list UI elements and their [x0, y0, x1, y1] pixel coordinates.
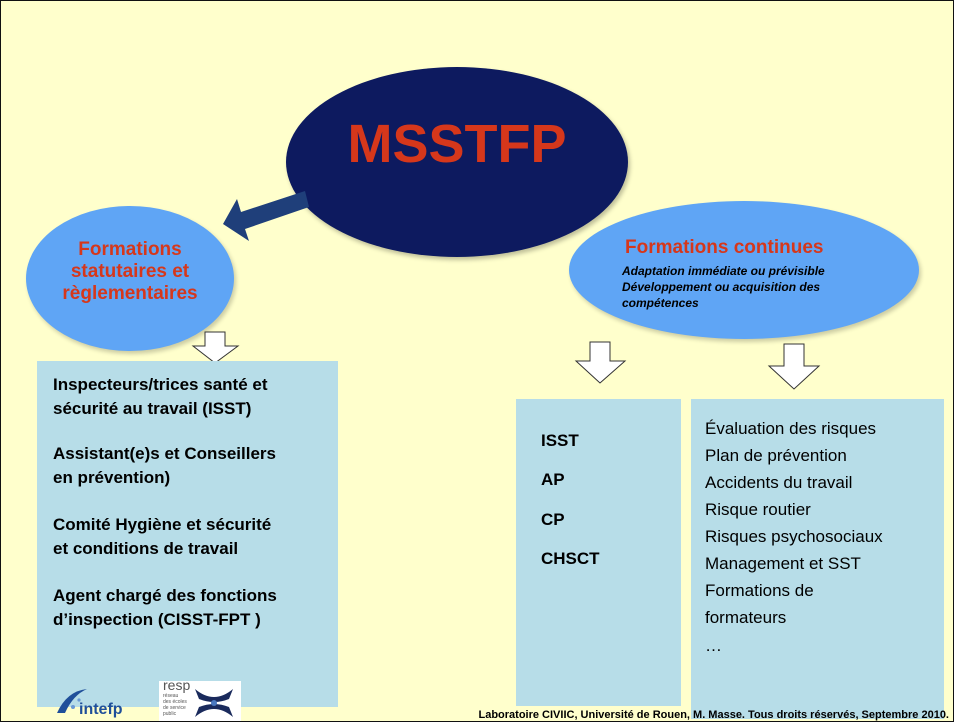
resp-logo-small: réseau des écoles de service public [163, 693, 187, 717]
left-title-line: statutaires et [70, 261, 190, 282]
acronym-item: AP [541, 470, 565, 489]
topics-box [691, 399, 944, 719]
acronyms-box [516, 399, 681, 706]
item-line: Assistant(e)s et Conseillers [53, 444, 276, 463]
main-title: MSSTFP [347, 114, 567, 174]
left-title-line: règlementaires [62, 283, 198, 304]
training-item: Assistant(e)s et Conseillers en préventi… [53, 442, 333, 490]
item-line: Inspecteurs/trices santé et [53, 375, 268, 394]
resp-small-line: public [163, 711, 177, 717]
item-line: en prévention) [53, 468, 171, 487]
item-line: Agent chargé des fonctions [53, 586, 277, 605]
topic-item: … [705, 636, 722, 655]
intefp-swoosh-icon [57, 689, 87, 713]
training-item: Comité Hygiène et sécurité et conditions… [53, 513, 333, 561]
resp-logo: resp réseau des écoles de service public [159, 677, 241, 721]
down-arrow-icon [191, 331, 240, 364]
down-arrow-icon [767, 343, 821, 390]
left-title-line: Formations [78, 239, 182, 260]
acronym-item: CHSCT [541, 549, 600, 568]
resp-small-line: de service [163, 705, 186, 711]
topic-item: Plan de prévention [705, 446, 847, 465]
topic-item: Évaluation des risques [705, 419, 877, 438]
subtitle-line: Développement ou acquisition des [622, 280, 821, 294]
topic-item: Formations de [705, 581, 814, 600]
topic-item: Risques psychosociaux [705, 527, 883, 546]
topic-item: Risque routier [705, 500, 811, 519]
item-line: sécurité au travail (ISST) [53, 399, 252, 418]
subtitle-line: compétences [622, 296, 699, 310]
right-branch-subtitle: Adaptation immédiate ou prévisible Dével… [622, 263, 922, 311]
resp-small-line: réseau [163, 693, 179, 699]
item-line: d’inspection (CISST-FPT ) [53, 610, 261, 629]
right-ellipse [569, 201, 919, 339]
topic-item: formateurs [705, 608, 787, 627]
down-arrow-icon [574, 341, 627, 384]
topic-item: Accidents du travail [705, 473, 853, 492]
topic-item: Management et SST [705, 554, 861, 573]
arrow-down-left-icon [223, 191, 309, 241]
item-line: Comité Hygiène et sécurité [53, 515, 272, 534]
right-branch-title: Formations continues [625, 237, 824, 258]
resp-emblem-icon [195, 689, 233, 717]
subtitle-line: Adaptation immédiate ou prévisible [622, 264, 825, 278]
intefp-logo: intefp [53, 683, 161, 721]
footer-copyright: Laboratoire CIVIIC, Université de Rouen,… [478, 709, 949, 721]
main-ellipse [286, 67, 628, 257]
acronym-item: CP [541, 510, 565, 529]
resp-small-line: des écoles [163, 699, 187, 705]
intefp-logo-text: intefp [79, 701, 123, 718]
training-item: Agent chargé des fonctions d’inspection … [53, 584, 333, 632]
statutory-trainings-box [37, 361, 338, 707]
left-ellipse [26, 206, 234, 351]
resp-logo-text: resp [163, 677, 191, 693]
acronym-item: ISST [541, 431, 579, 450]
training-item: Inspecteurs/trices santé et sécurité au … [53, 373, 333, 421]
left-branch-title: Formations statutaires et règlementaires [26, 239, 234, 305]
item-line: et conditions de travail [53, 539, 239, 558]
